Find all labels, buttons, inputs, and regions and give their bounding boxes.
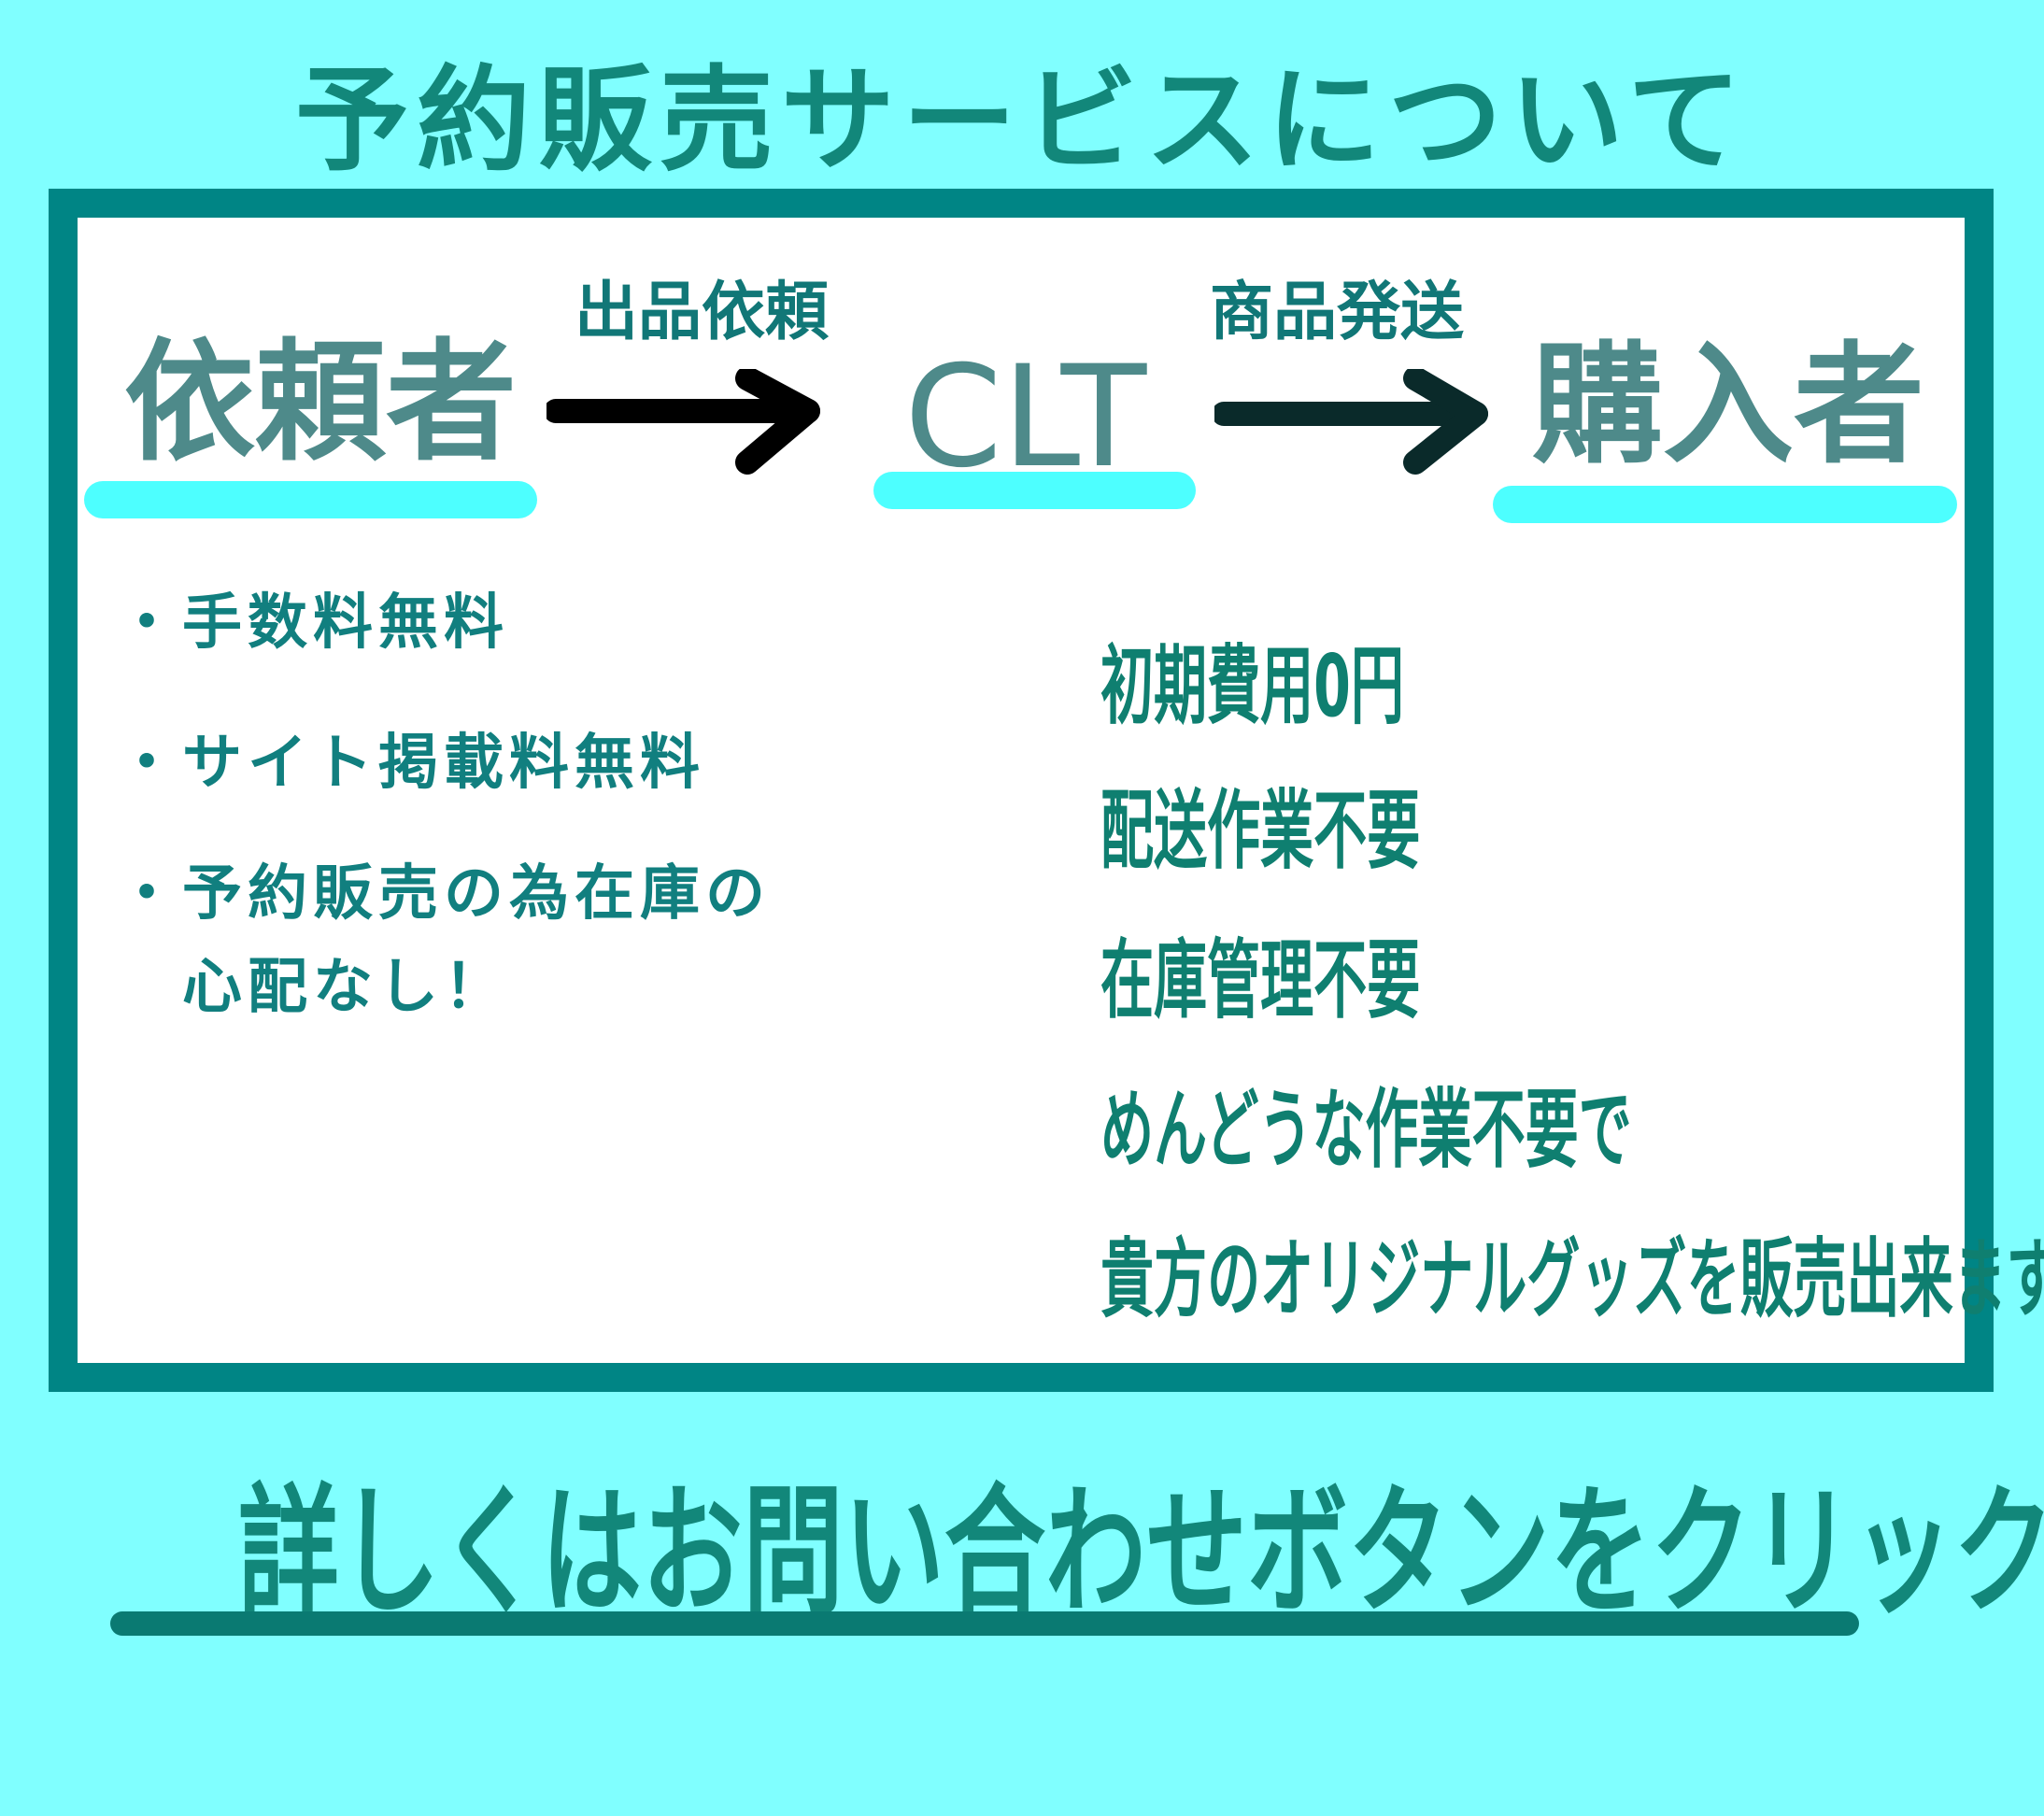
page-title: 予約販売サービスについて [294,54,1750,187]
merit-item: 初期費用0円 [1100,636,1404,736]
requester-underline [84,481,537,518]
merit-item: 貴方のオリジナルグッズを販売出来ます [1100,1229,2044,1329]
buyer-underline [1493,486,1957,523]
merit-item: 在庫管理不要 [1100,930,1421,1030]
arrow-right-icon [1214,369,1488,475]
benefit-item: ・サイト掲載料無料 [117,729,705,798]
contact-call-to-action: 詳しくはお問い合わせボタンをクリック [238,1471,2044,1634]
buyer-label: 購入者 [1532,330,1925,482]
step-listing-request: 出品依頼 [575,276,830,349]
benefit-item: ・手数料無料 [117,589,509,658]
clt-underline [873,472,1196,509]
merit-item: 配送作業不要 [1100,781,1421,881]
step-product-shipping: 商品発送 [1210,276,1465,349]
info-frame [49,189,1994,1392]
benefit-item: ・予約販売の為在庫の [117,859,771,929]
cta-underline [110,1611,1859,1636]
arrow-right-icon [546,369,820,475]
benefit-item: 心配なし！ [117,953,509,1022]
merit-item: めんどうな作業不要で [1100,1080,1632,1180]
clt-label: CLT [904,336,1147,499]
requester-label: 依頼者 [124,327,518,479]
